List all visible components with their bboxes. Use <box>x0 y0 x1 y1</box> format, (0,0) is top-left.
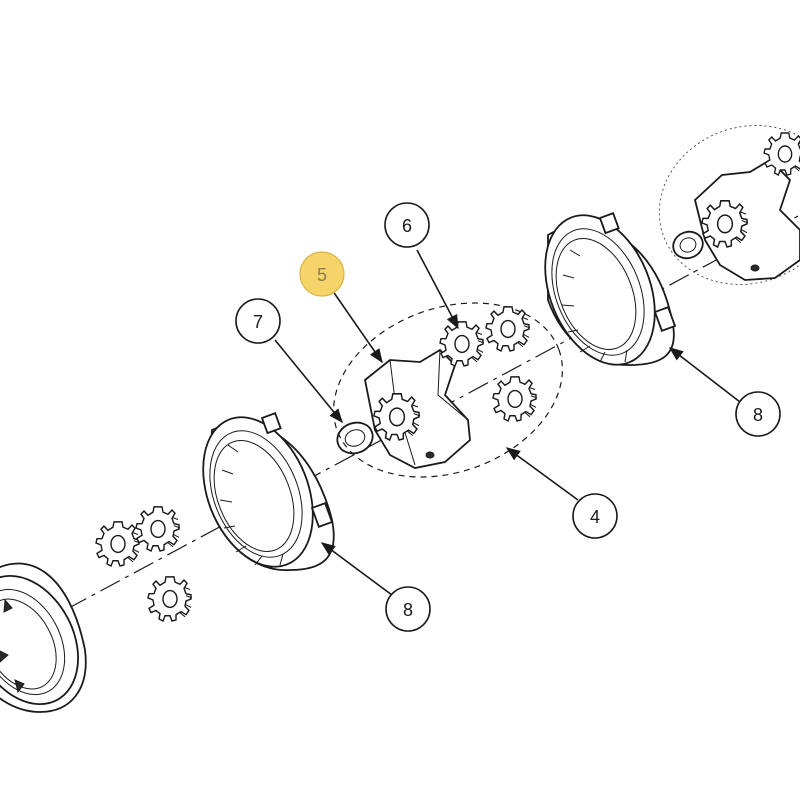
leader-6 <box>416 249 459 330</box>
callout-4-label: 4 <box>590 507 600 527</box>
callout-4[interactable]: 4 <box>572 493 618 539</box>
callout-5[interactable]: 5 <box>299 251 345 297</box>
callout-8-right-label: 8 <box>753 405 763 425</box>
callout-8-right[interactable]: 8 <box>735 391 781 437</box>
planet-gears-left <box>95 506 193 622</box>
callout-8-bottom-label: 8 <box>403 600 413 620</box>
leader-8-right <box>668 347 741 403</box>
leader-5 <box>329 286 383 364</box>
ring-gear-upper-right <box>544 212 677 366</box>
callout-6-label: 6 <box>402 216 412 236</box>
leader-7 <box>274 339 343 424</box>
callout-6[interactable]: 6 <box>384 202 430 248</box>
ring-gear-bottom-left <box>0 562 87 713</box>
thrust-washer <box>336 421 374 455</box>
leader-8-bottom <box>320 542 393 596</box>
leader-4 <box>505 447 579 501</box>
callout-7[interactable]: 7 <box>235 298 281 344</box>
callout-7-label: 7 <box>253 312 263 332</box>
callout-8-bottom[interactable]: 8 <box>385 586 431 632</box>
ring-gear-middle <box>202 412 335 571</box>
planet-carrier-assembly <box>333 302 563 478</box>
callout-5-label: 5 <box>317 265 327 285</box>
carrier-subassembly-upper-right <box>658 125 800 285</box>
